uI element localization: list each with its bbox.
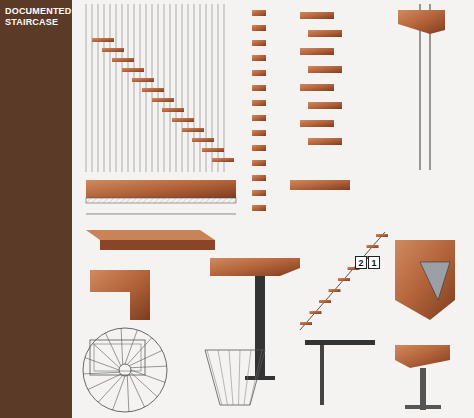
post (255, 276, 265, 376)
sheet-title: DOCUMENTED STAIRCASE (5, 6, 69, 28)
tread-detail-stack (300, 12, 342, 145)
elevation-rods (86, 4, 224, 172)
detail-number: 1 (371, 258, 376, 268)
elevation-treads (92, 38, 234, 162)
stair-elevation (300, 232, 388, 330)
tread-plate (86, 198, 236, 203)
slab (305, 340, 375, 345)
tread-end (395, 345, 450, 368)
section-post (320, 345, 324, 405)
landing-top (86, 230, 215, 240)
tread-stack (252, 10, 266, 211)
detail-number-box: 2 (355, 256, 367, 269)
landing-edge (100, 240, 215, 250)
tread-cradle (205, 350, 265, 405)
tread-perspective (398, 10, 445, 34)
base-plate (245, 376, 275, 380)
support-post (420, 368, 426, 410)
bracket (420, 262, 450, 300)
detail-number-box: 1 (368, 256, 380, 269)
detail-number: 2 (358, 258, 363, 268)
tread-section (86, 180, 236, 198)
foot-plate (405, 405, 441, 409)
beam (210, 258, 300, 276)
spiral-plan (83, 328, 167, 412)
sheet-ground (72, 0, 474, 418)
stair-corner (90, 270, 150, 320)
dimension-line (86, 214, 236, 215)
tread-small (290, 180, 350, 190)
side-band (0, 0, 72, 418)
stringer-detail (395, 240, 455, 320)
